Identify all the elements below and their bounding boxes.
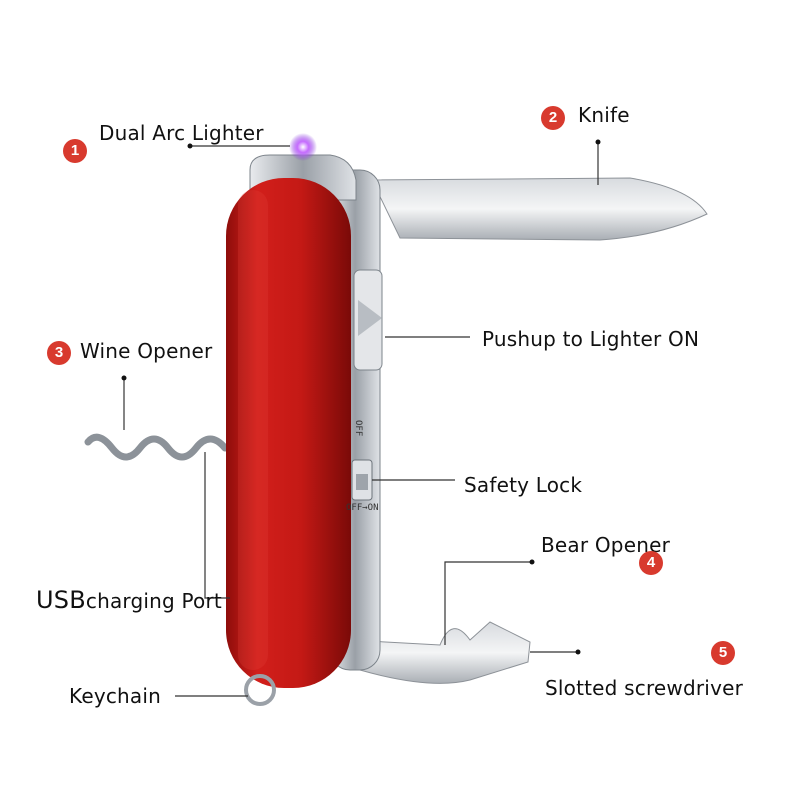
usb-label-text: charging Port <box>85 589 222 613</box>
label-safety-lock: Safety Lock <box>464 473 583 497</box>
switch-marking-upper: OFF <box>353 420 363 436</box>
label-keychain: Keychain <box>69 684 162 708</box>
bottle-opener-tool <box>349 621 531 684</box>
switch-marking-lower: OFF→ON <box>346 503 379 513</box>
label-usb-charging-port: USBcharging Port <box>36 586 222 614</box>
callout-number-3: 3 <box>47 341 71 365</box>
label-pushup-to-lighter: Pushup to Lighter ON <box>482 327 700 351</box>
knife-blade <box>371 177 708 241</box>
label-knife: Knife <box>578 103 630 127</box>
callout-number-4: 4 <box>639 551 663 575</box>
callout-number-1: 1 <box>63 139 87 163</box>
keychain-ring <box>244 674 276 706</box>
label-dual-arc-lighter: Dual Arc Lighter <box>99 121 264 145</box>
corkscrew <box>84 433 229 461</box>
usb-prefix: USB <box>36 586 86 614</box>
arc-glow <box>289 133 317 161</box>
callout-number-2: 2 <box>541 106 565 130</box>
callout-number-5: 5 <box>711 641 735 665</box>
label-slotted-screwdriver: Slotted screwdriver <box>545 676 744 700</box>
label-wine-opener: Wine Opener <box>80 339 213 363</box>
red-handle <box>226 178 351 688</box>
